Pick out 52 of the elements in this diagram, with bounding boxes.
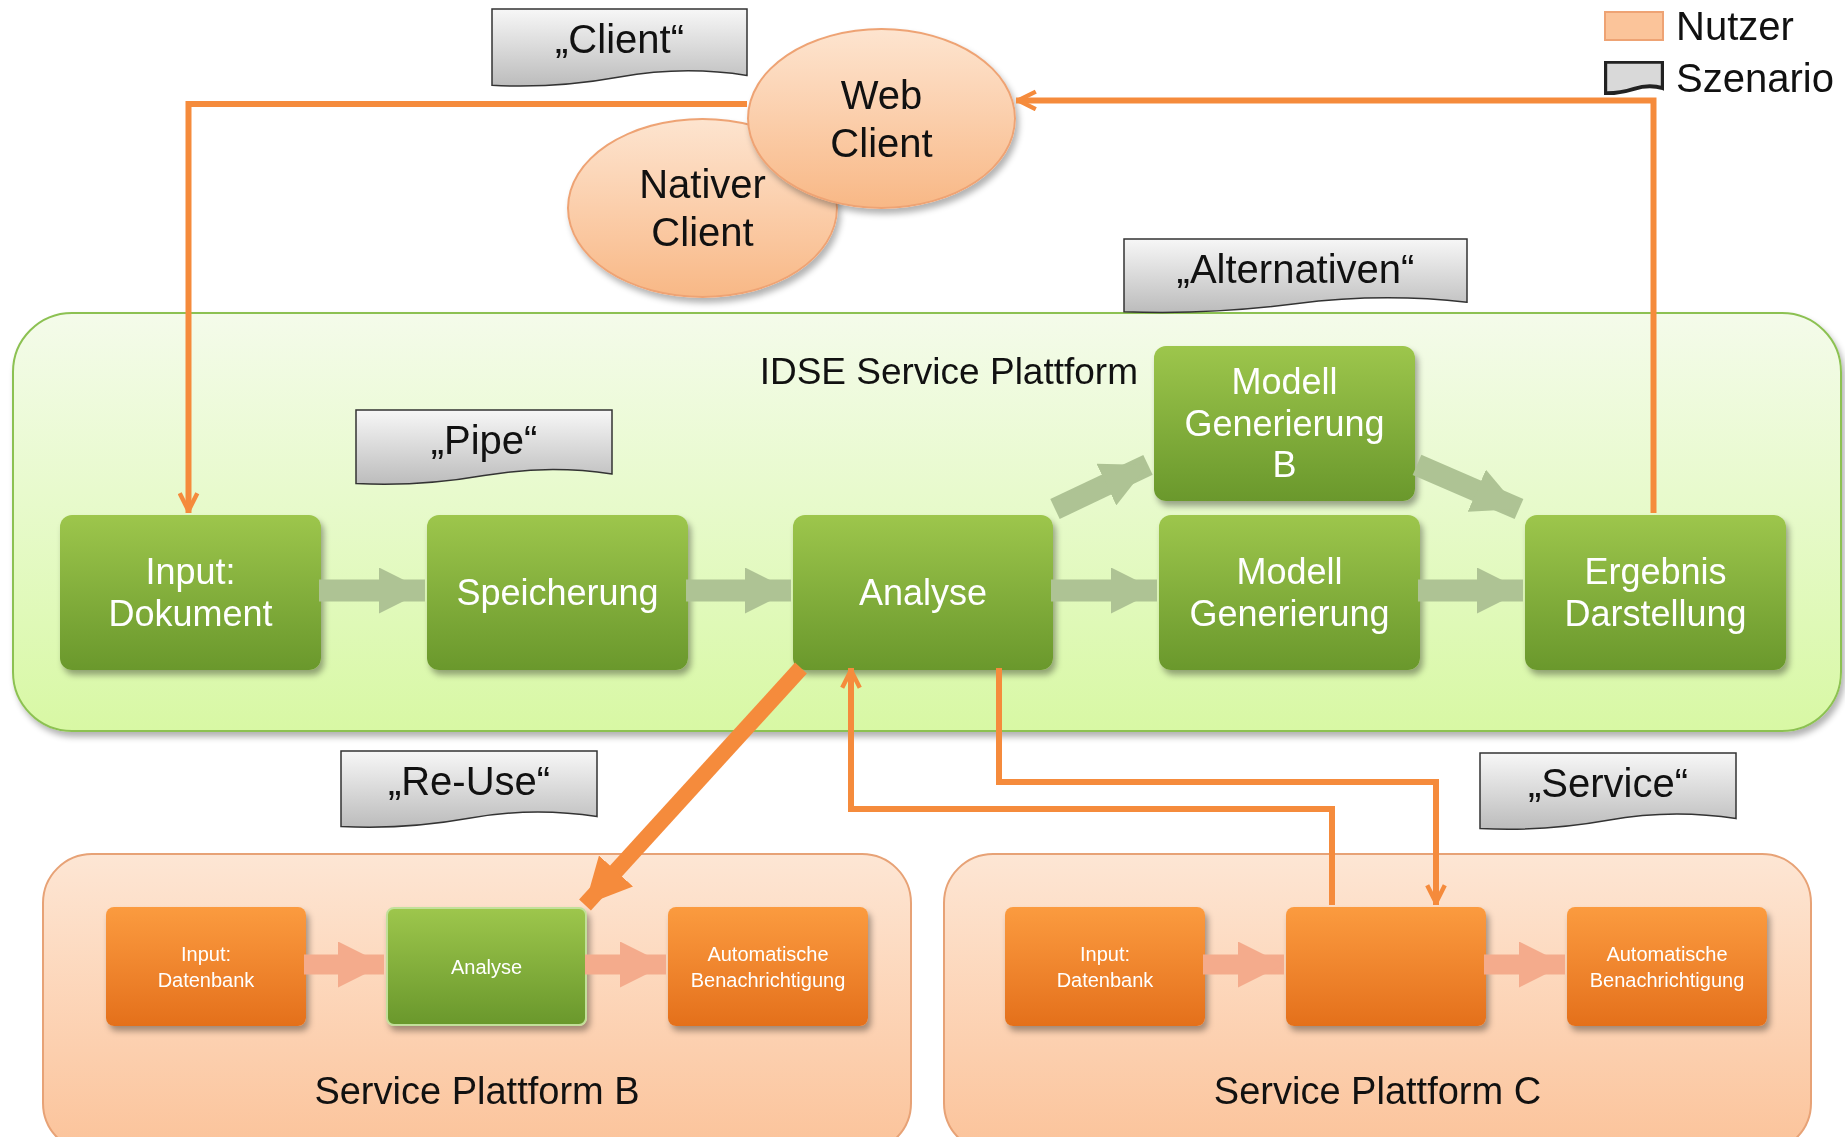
process-box xyxy=(1567,907,1767,1026)
connector-arrow xyxy=(177,101,747,513)
scenario-label: „Pipe“ xyxy=(429,417,539,464)
process-box xyxy=(668,907,868,1026)
scenario-label: „Client“ xyxy=(554,16,685,63)
legend-label: Nutzer xyxy=(1676,4,1794,48)
process-box xyxy=(60,515,321,670)
box-label: Nativer Client xyxy=(638,161,767,256)
block-arrow xyxy=(304,941,384,988)
scenario-label: „Service“ xyxy=(1527,760,1689,807)
block-arrow xyxy=(1051,567,1157,614)
box-label: Analyse xyxy=(450,954,523,980)
block-arrow xyxy=(1484,941,1565,988)
box-label: Ergebnis Darstellung xyxy=(1563,551,1748,634)
process-box xyxy=(1159,515,1420,670)
block-arrow xyxy=(319,567,425,614)
box-label: Modell Generierung xyxy=(1188,551,1391,634)
process-box xyxy=(793,515,1053,670)
block-arrow xyxy=(1418,567,1523,614)
block-arrow xyxy=(1203,941,1284,988)
block-arrow xyxy=(1412,454,1524,520)
process-box xyxy=(1005,907,1205,1026)
box-label: Modell Generierung B xyxy=(1183,361,1386,486)
process-box xyxy=(386,907,587,1026)
connector-arrow xyxy=(996,668,1447,905)
connector-arrow xyxy=(1016,89,1657,513)
block-arrow xyxy=(1050,454,1153,519)
legend-label: Szenario xyxy=(1676,56,1834,100)
platform-title: Service Plattform C xyxy=(1212,1069,1543,1114)
box-label: Web Client xyxy=(829,71,934,167)
process-box xyxy=(1525,515,1786,670)
box-label: Automatische Benachrichtigung xyxy=(689,941,847,993)
connector-arrow xyxy=(840,668,1335,905)
platform-title: Service Plattform B xyxy=(313,1069,641,1114)
process-box xyxy=(106,907,306,1026)
box-label: Input: Datenbank xyxy=(1055,941,1155,993)
platform-panel xyxy=(943,853,1812,1137)
box-label: Input: Datenbank xyxy=(156,941,256,993)
scenario-label: „Alternativen“ xyxy=(1175,246,1416,293)
platform-title: IDSE Service Plattform xyxy=(759,350,1138,394)
block-arrow xyxy=(585,941,666,988)
box-label: Automatische Benachrichtigung xyxy=(1588,941,1746,993)
process-box xyxy=(427,515,688,670)
block-arrow xyxy=(579,662,807,911)
scenario-label: „Re-Use“ xyxy=(386,758,552,805)
platform-panel xyxy=(42,853,912,1137)
box-label: Speicherung xyxy=(456,571,659,614)
box-label: Input: Dokument xyxy=(107,551,274,634)
process-box xyxy=(1286,907,1486,1026)
process-box xyxy=(1154,346,1415,501)
block-arrow xyxy=(686,567,791,614)
box-label: Analyse xyxy=(858,571,988,614)
